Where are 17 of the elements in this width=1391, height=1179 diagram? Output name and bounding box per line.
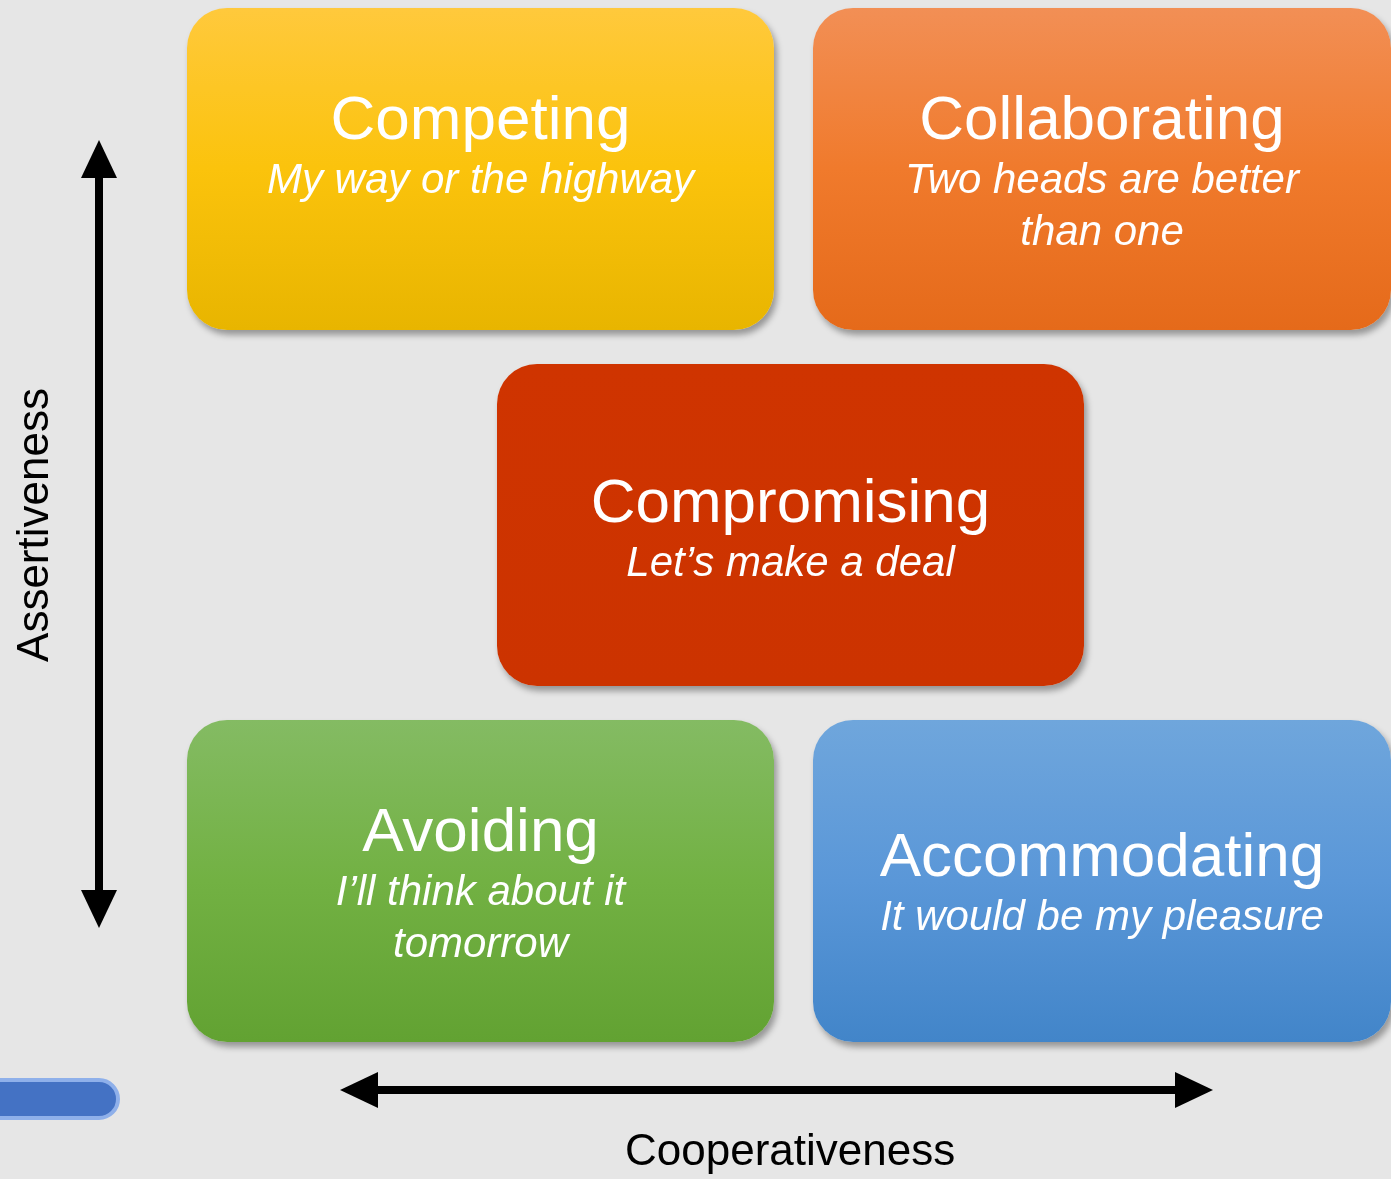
style-card bbox=[497, 364, 1084, 686]
subtitle-text: Let’s make a deal bbox=[626, 537, 955, 587]
title-text: Competing bbox=[330, 83, 631, 153]
title-text: Collaborating bbox=[919, 83, 1285, 153]
title-text: Accommodating bbox=[879, 820, 1325, 890]
axis-label: Assertiveness bbox=[7, 388, 58, 662]
subtitle-text: Two heads are better than one bbox=[904, 154, 1302, 256]
style-card bbox=[813, 8, 1391, 330]
subtitle-text: I’ll think about it tomorrow bbox=[334, 866, 628, 968]
style-card bbox=[187, 720, 774, 1042]
title-text: Avoiding bbox=[362, 795, 599, 865]
style-card bbox=[187, 8, 774, 330]
title-text: Compromising bbox=[590, 466, 991, 536]
subtitle-text: My way or the highway bbox=[266, 154, 695, 204]
style-card bbox=[813, 720, 1391, 1042]
subtitle-text: It would be my pleasure bbox=[880, 891, 1324, 941]
axis-label: Cooperativeness bbox=[625, 1125, 956, 1175]
